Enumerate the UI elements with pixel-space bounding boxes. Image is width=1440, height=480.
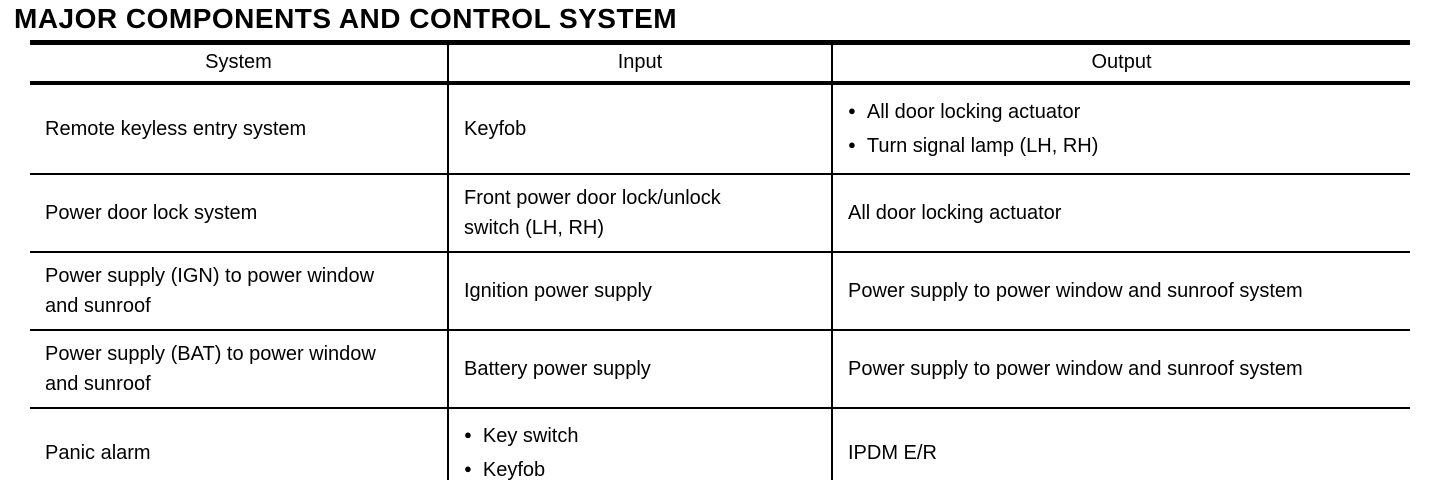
- table-row: Power supply (BAT) to power window and s…: [30, 329, 1410, 408]
- input-text: Keyfob: [464, 117, 527, 140]
- output-text: IPDM E/R: [848, 441, 937, 464]
- output-text: Power supply to power window and sunroof…: [848, 279, 1303, 302]
- components-table-wrap: System Input Output Remote keyless entry…: [30, 40, 1410, 480]
- output-item-text: All door locking actuator: [866, 100, 1081, 123]
- header-output: Output: [1091, 51, 1152, 74]
- cell-output: IPDM E/R: [832, 408, 1410, 480]
- input-text: Front power door lock/unlock switch (LH,…: [464, 186, 721, 239]
- cell-output: Power supply to power window and sunroof…: [832, 252, 1410, 330]
- table-row: Power supply (IGN) to power window and s…: [30, 251, 1410, 330]
- input-text: Battery power supply: [464, 357, 651, 380]
- table-row: Remote keyless entry system Keyfob ● All…: [30, 82, 1410, 174]
- input-item-text: Keyfob: [482, 458, 546, 480]
- header-system: System: [30, 42, 449, 83]
- cell-output: ● All door locking actuator ● Turn signa…: [832, 83, 1410, 174]
- page-title: MAJOR COMPONENTS AND CONTROL SYSTEM: [14, 3, 678, 34]
- header-row: System Input Output: [30, 42, 1410, 83]
- output-list-item: ● All door locking actuator: [848, 97, 1400, 127]
- output-item-text: Turn signal lamp (LH, RH): [866, 134, 1099, 157]
- bullet-icon: ●: [848, 102, 856, 118]
- input-text: Ignition power supply: [464, 279, 652, 302]
- input-item-text: Key switch: [482, 424, 579, 447]
- system-text: Panic alarm: [45, 441, 151, 464]
- header-input: Input: [448, 42, 833, 83]
- cell-system: Remote keyless entry system: [30, 82, 449, 174]
- table-body: Remote keyless entry system Keyfob ● All…: [30, 82, 1410, 480]
- table-header: System Input Output: [30, 42, 1410, 83]
- bullet-icon: ●: [464, 460, 472, 476]
- output-list-item: ● Turn signal lamp (LH, RH): [848, 131, 1400, 161]
- table-row: Panic alarm ● Key switch ● Keyfob IP: [30, 407, 1410, 480]
- bullet-icon: ●: [464, 426, 472, 442]
- components-table: System Input Output Remote keyless entry…: [30, 40, 1410, 480]
- cell-output: All door locking actuator: [832, 174, 1410, 252]
- system-text: Power supply (BAT) to power window and s…: [45, 342, 376, 395]
- cell-input: Keyfob: [448, 82, 833, 174]
- cell-input: Ignition power supply: [448, 251, 833, 330]
- output-text: All door locking actuator: [848, 201, 1062, 224]
- system-text: Remote keyless entry system: [45, 117, 307, 140]
- cell-system: Panic alarm: [30, 407, 449, 480]
- table-row: Power door lock system Front power door …: [30, 173, 1410, 252]
- bullet-icon: ●: [848, 136, 856, 152]
- input-list-item: ● Keyfob: [464, 455, 821, 480]
- system-text: Power door lock system: [45, 201, 258, 224]
- cell-input: ● Key switch ● Keyfob: [448, 407, 833, 480]
- system-text: Power supply (IGN) to power window and s…: [45, 264, 375, 317]
- cell-system: Power supply (BAT) to power window and s…: [30, 329, 449, 408]
- cell-input: Front power door lock/unlock switch (LH,…: [448, 173, 833, 252]
- cell-system: Power supply (IGN) to power window and s…: [30, 251, 449, 330]
- input-list-item: ● Key switch: [464, 421, 821, 451]
- cell-output: Power supply to power window and sunroof…: [832, 330, 1410, 408]
- cell-system: Power door lock system: [30, 173, 449, 252]
- output-text: Power supply to power window and sunroof…: [848, 357, 1303, 380]
- cell-input: Battery power supply: [448, 329, 833, 408]
